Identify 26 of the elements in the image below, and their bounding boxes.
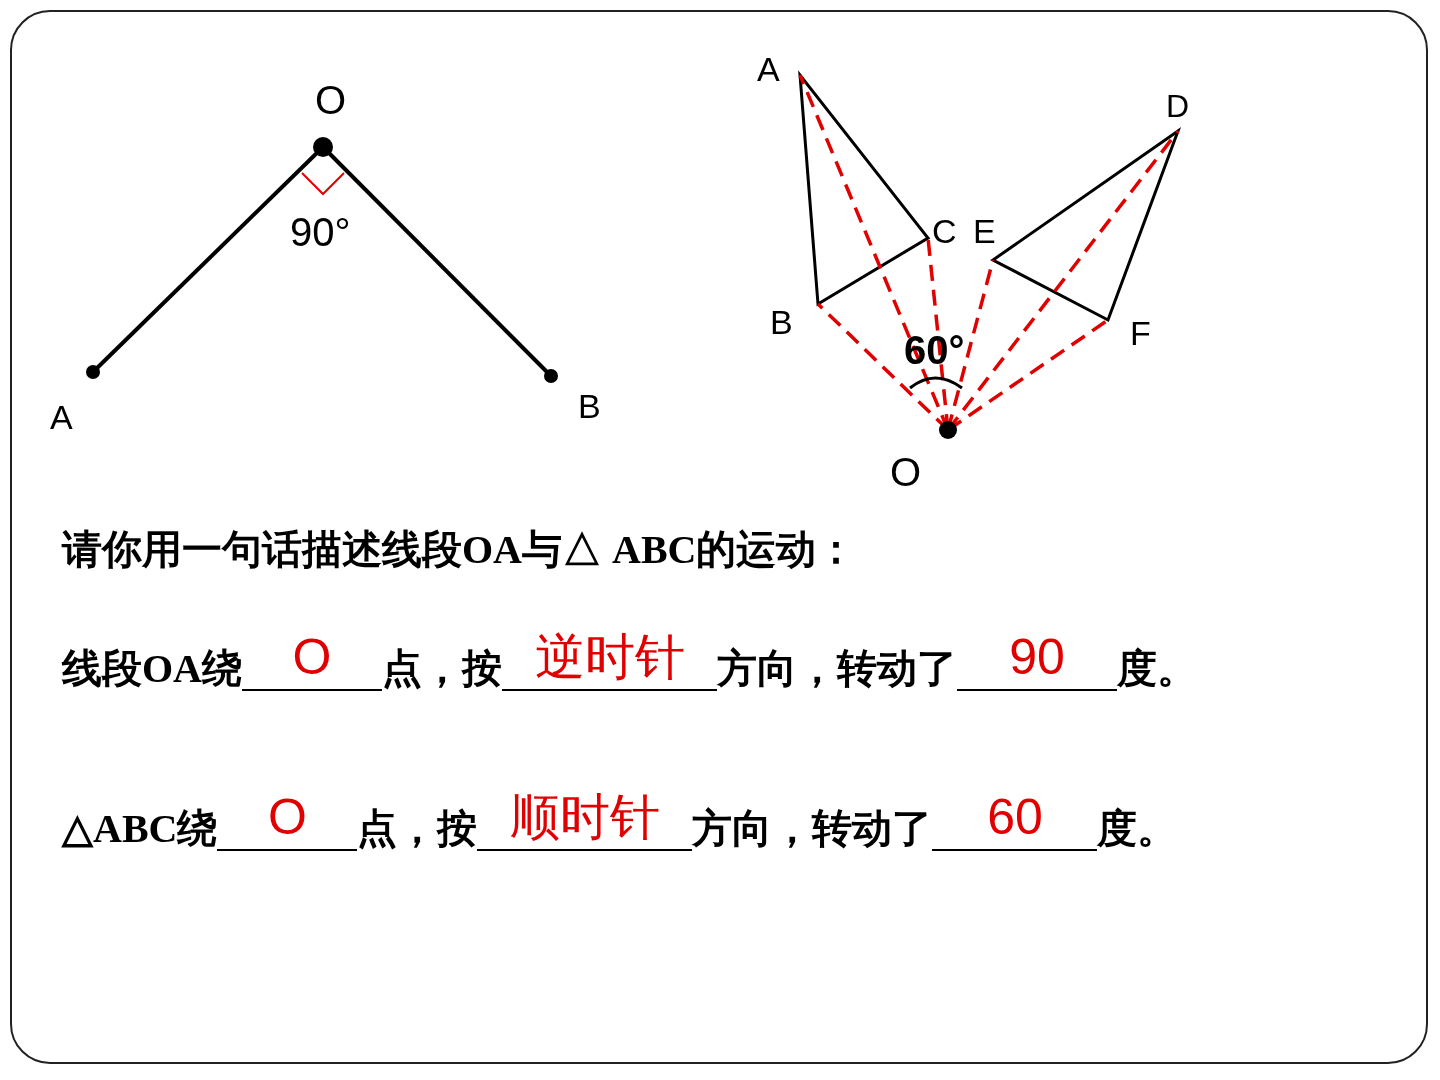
angle-label: 90° xyxy=(290,212,351,252)
fill-in-answer: 逆时针 xyxy=(502,630,717,691)
point-label: B xyxy=(770,305,793,339)
point-label: F xyxy=(1130,316,1151,350)
sentence-text: △ABC绕 xyxy=(62,807,218,851)
sentence-text: 度。 xyxy=(1117,647,1197,691)
sentence-text: 方向，转动了 xyxy=(692,807,933,851)
point-label: B xyxy=(578,389,601,423)
fill-in-answer: 顺时针 xyxy=(477,790,693,851)
sentence-text: 线段OA绕 xyxy=(62,647,242,691)
fill-in-answer: 90 xyxy=(957,630,1117,691)
sentence-text: 点，按 xyxy=(382,647,502,691)
point-label: A xyxy=(50,400,73,434)
point-label: E xyxy=(973,214,996,248)
instruction-text: 请你用一句话描述线段OA与△ ABC的运动： xyxy=(62,528,857,572)
point-label: A xyxy=(757,52,780,86)
sentence-text: 方向，转动了 xyxy=(717,647,957,691)
point-label: O xyxy=(315,80,347,120)
fill-in-answer: O xyxy=(242,630,382,691)
point-label: C xyxy=(932,214,957,248)
point-label: O xyxy=(890,452,922,492)
fill-in-answer: 60 xyxy=(932,790,1098,851)
point-label: D xyxy=(1166,90,1190,122)
fill-in-answer: O xyxy=(217,790,358,851)
sentence-text: 度。 xyxy=(1097,807,1178,851)
sentence-text: 点，按 xyxy=(357,807,478,851)
